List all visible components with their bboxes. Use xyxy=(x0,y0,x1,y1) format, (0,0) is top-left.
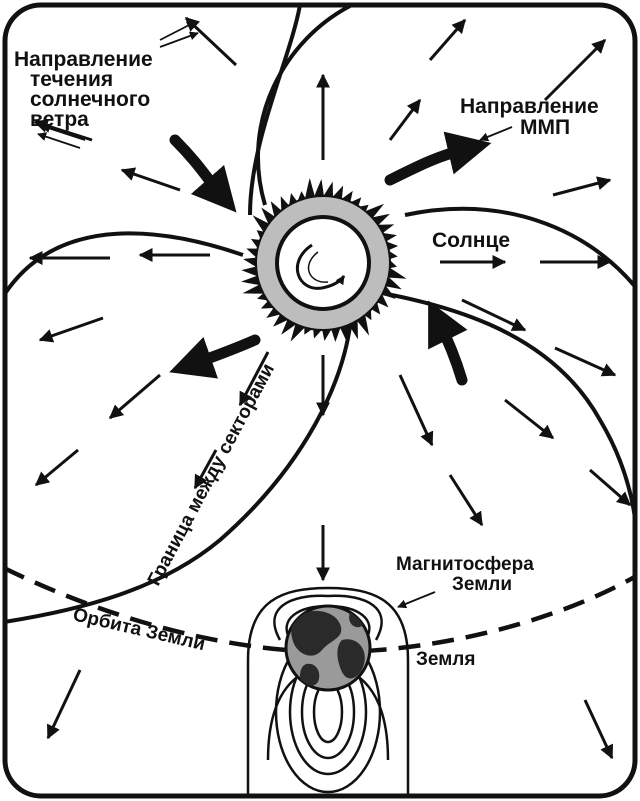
svg-text:Земли: Земли xyxy=(452,574,512,595)
svg-text:Магнитосфера: Магнитосфера xyxy=(396,554,534,575)
earth-globe xyxy=(286,606,370,690)
svg-text:ветра: ветра xyxy=(30,108,89,131)
sun-label: Солнце xyxy=(432,229,510,252)
svg-text:Направление: Направление xyxy=(460,95,599,118)
earth-label: Земля xyxy=(416,649,475,670)
svg-text:ММП: ММП xyxy=(520,116,570,139)
